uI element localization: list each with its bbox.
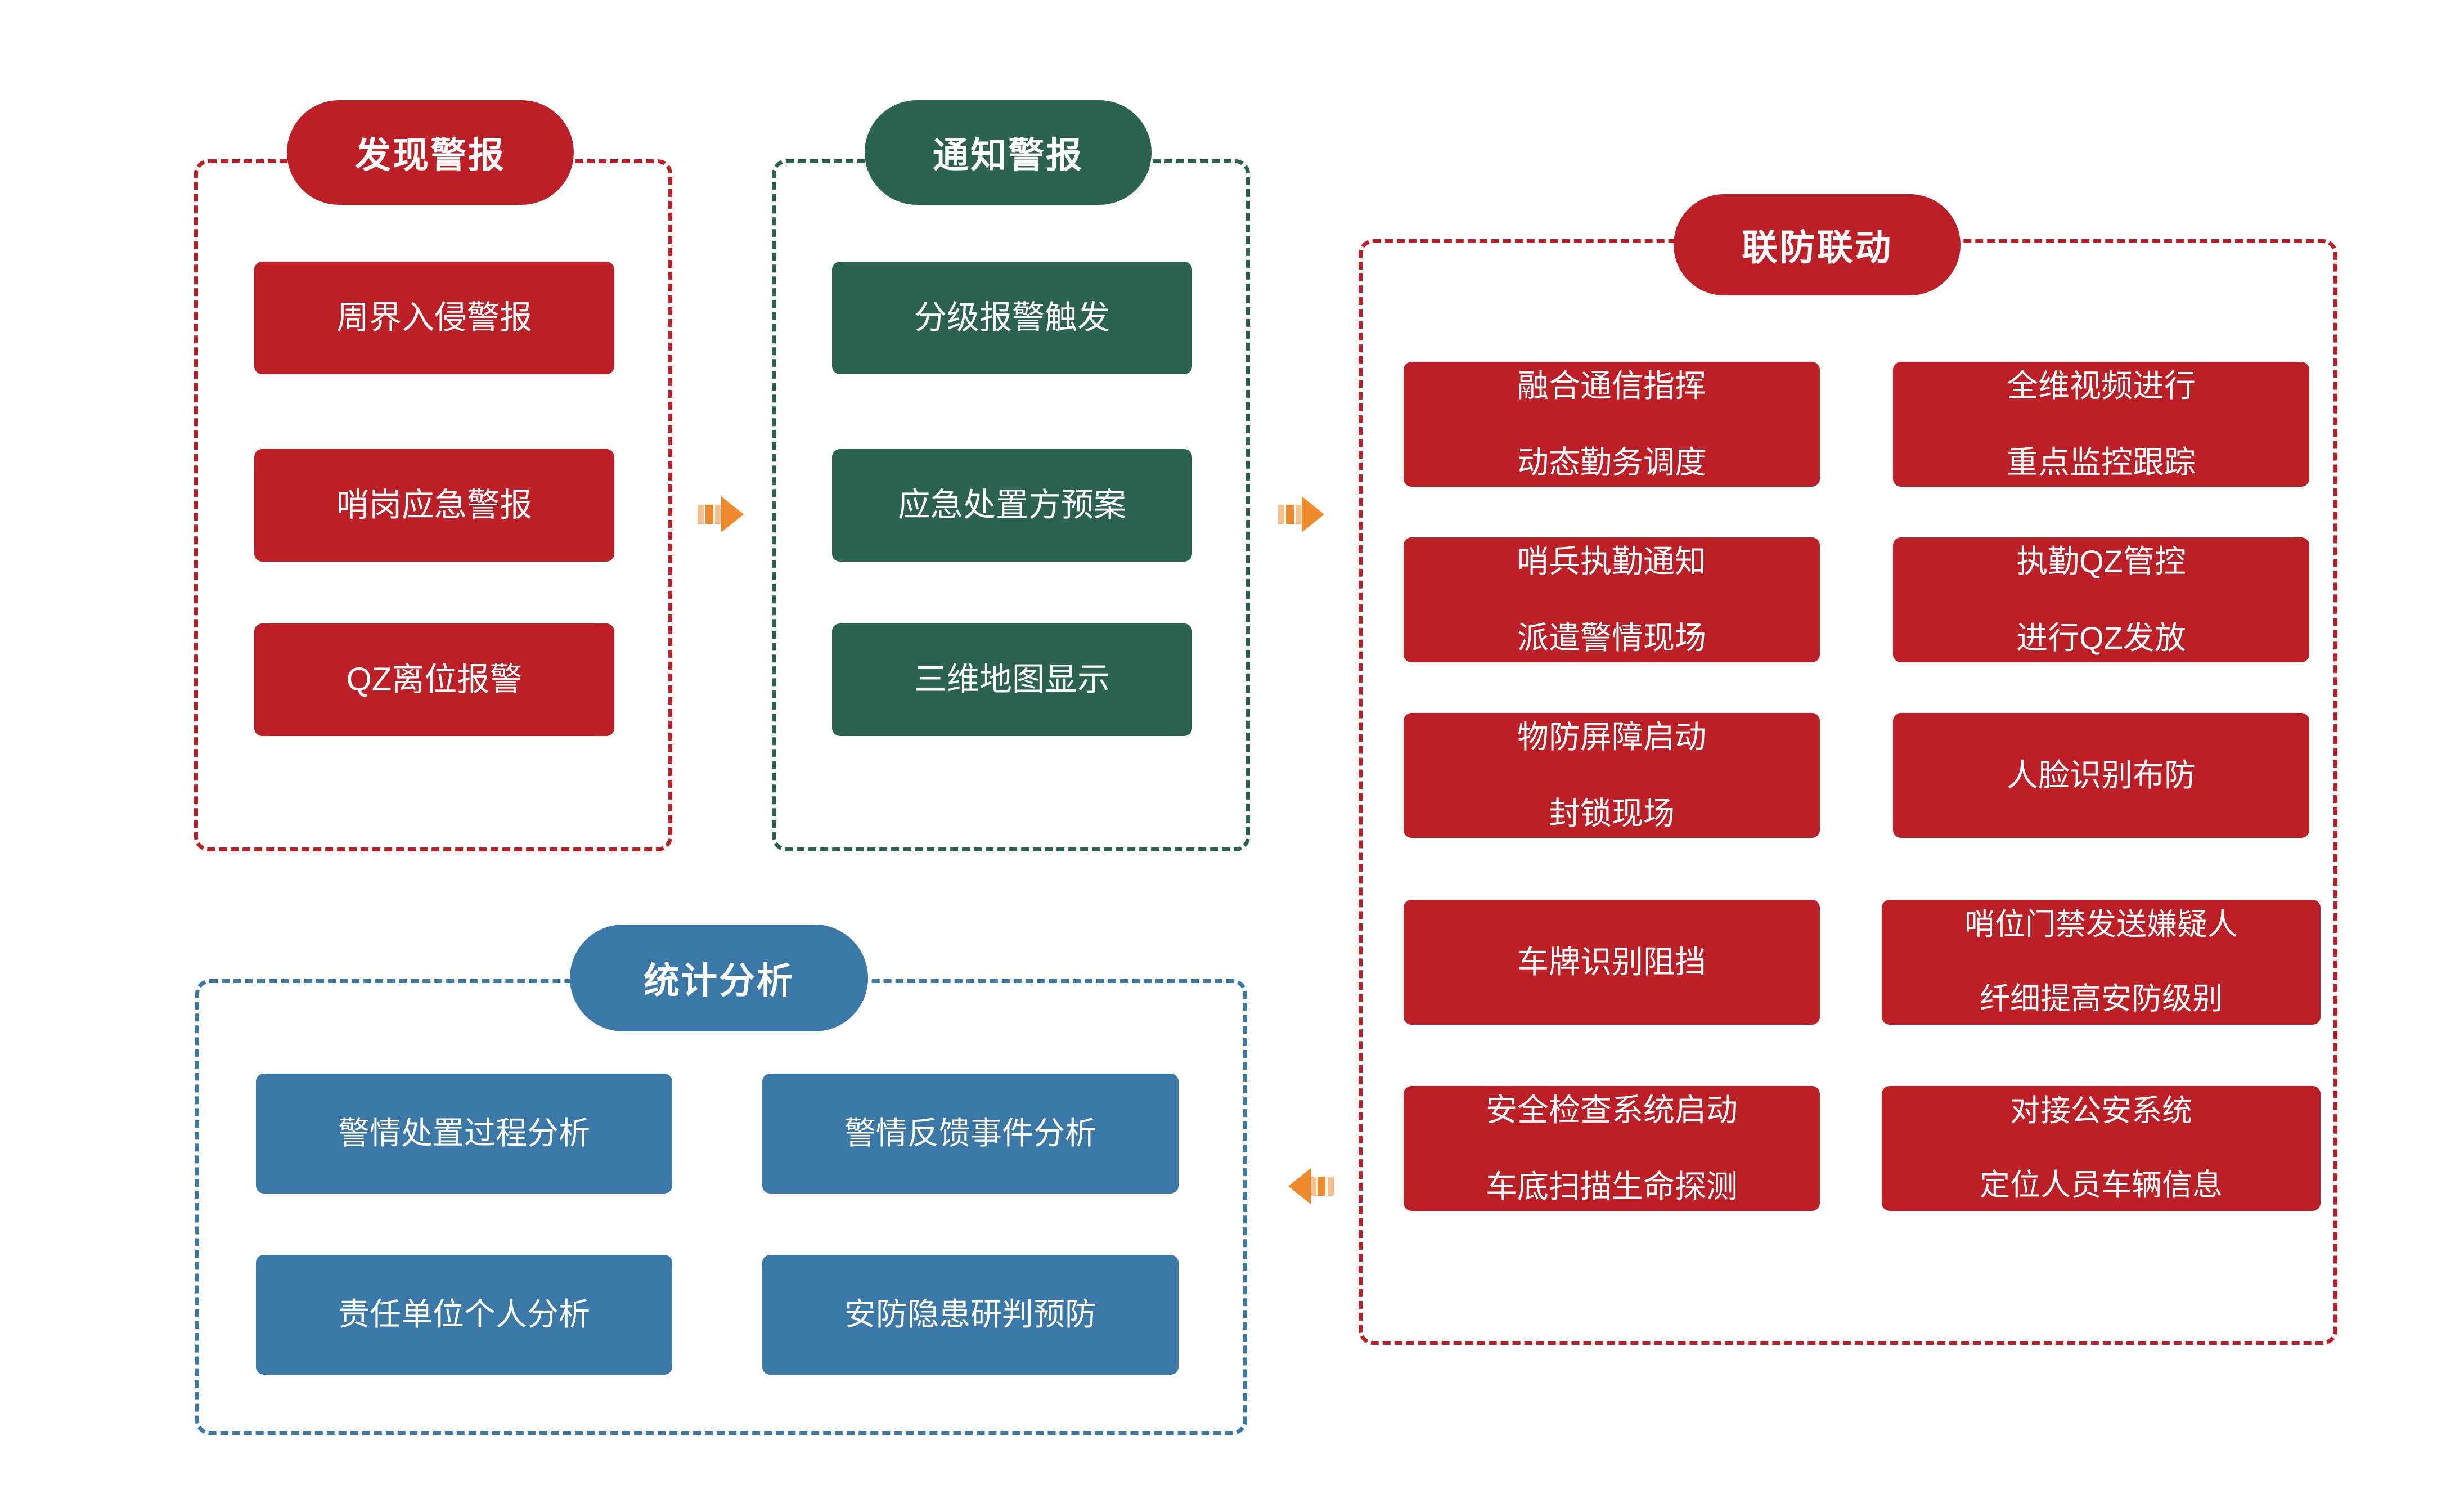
- item-joint-right-4[interactable]: 哨位门禁发送嫌疑人 纤细提高安防级别: [1882, 900, 2321, 1025]
- item-joint-left-2[interactable]: 哨兵执勤通知 派遣警情现场: [1404, 537, 1820, 662]
- item-notify-1[interactable]: 分级报警触发: [832, 262, 1192, 374]
- item-joint-right-4-line2: 纤细提高安防级别: [1980, 981, 2223, 1016]
- item-joint-right-2-line2: 进行QZ发放: [2016, 620, 2186, 656]
- item-joint-left-1[interactable]: 融合通信指挥 动态勤务调度: [1404, 362, 1820, 487]
- item-joint-right-2[interactable]: 执勤QZ管控 进行QZ发放: [1893, 537, 2309, 662]
- item-discover-2[interactable]: 哨岗应急警报: [254, 449, 614, 562]
- item-joint-left-5-line1: 安全检查系统启动: [1486, 1092, 1738, 1128]
- item-joint-right-5[interactable]: 对接公安系统 定位人员车辆信息: [1882, 1086, 2321, 1211]
- item-joint-left-3-line2: 封锁现场: [1549, 796, 1675, 832]
- group-title-statistics[interactable]: 统计分析: [570, 925, 868, 1031]
- item-stats-1[interactable]: 警情处置过程分析: [256, 1074, 672, 1194]
- item-joint-right-2-line1: 执勤QZ管控: [2016, 543, 2186, 579]
- item-stats-4[interactable]: 安防隐患研判预防: [762, 1255, 1179, 1375]
- arrow-left-icon-joint-to-stats: [1278, 1159, 1340, 1213]
- item-joint-left-3[interactable]: 物防屏障启动 封锁现场: [1404, 713, 1820, 838]
- item-joint-left-1-line1: 融合通信指挥: [1517, 367, 1706, 403]
- item-discover-1[interactable]: 周界入侵警报: [254, 262, 614, 374]
- item-joint-left-4-line1: 车牌识别阻挡: [1517, 944, 1706, 980]
- item-joint-right-1-line1: 全维视频进行: [2007, 367, 2196, 403]
- item-notify-3[interactable]: 三维地图显示: [832, 623, 1192, 736]
- item-joint-left-3-line1: 物防屏障启动: [1517, 719, 1706, 755]
- item-discover-3[interactable]: QZ离位报警: [254, 623, 614, 736]
- item-joint-right-3-line1: 人脸识别布防: [2007, 757, 2196, 793]
- group-title-notify-alarm[interactable]: 通知警报: [865, 100, 1152, 205]
- item-stats-3[interactable]: 责任单位个人分析: [256, 1255, 672, 1375]
- item-joint-right-5-line1: 对接公安系统: [2010, 1094, 2192, 1128]
- item-joint-left-1-line2: 动态勤务调度: [1517, 445, 1706, 481]
- item-stats-2[interactable]: 警情反馈事件分析: [762, 1074, 1179, 1194]
- arrow-right-icon-notify-to-joint: [1276, 487, 1330, 541]
- group-title-discover-alarm[interactable]: 发现警报: [287, 100, 574, 205]
- item-notify-2[interactable]: 应急处置方预案: [832, 449, 1192, 562]
- item-joint-right-1-line2: 重点监控跟踪: [2007, 445, 2196, 481]
- item-joint-right-1[interactable]: 全维视频进行 重点监控跟踪: [1893, 362, 2309, 487]
- item-joint-right-5-line2: 定位人员车辆信息: [1980, 1168, 2223, 1202]
- arrow-right-icon-discover-to-notify: [695, 487, 749, 541]
- item-joint-left-4[interactable]: 车牌识别阻挡: [1404, 900, 1820, 1025]
- item-joint-right-4-line1: 哨位门禁发送嫌疑人: [1964, 908, 2238, 942]
- item-joint-left-2-line2: 派遣警情现场: [1517, 620, 1706, 656]
- item-joint-left-5[interactable]: 安全检查系统启动 车底扫描生命探测: [1404, 1086, 1820, 1211]
- group-title-joint-defense[interactable]: 联防联动: [1674, 194, 1961, 295]
- item-joint-right-3[interactable]: 人脸识别布防: [1893, 713, 2309, 838]
- item-joint-left-2-line1: 哨兵执勤通知: [1517, 543, 1706, 579]
- item-joint-left-5-line2: 车底扫描生命探测: [1486, 1169, 1738, 1205]
